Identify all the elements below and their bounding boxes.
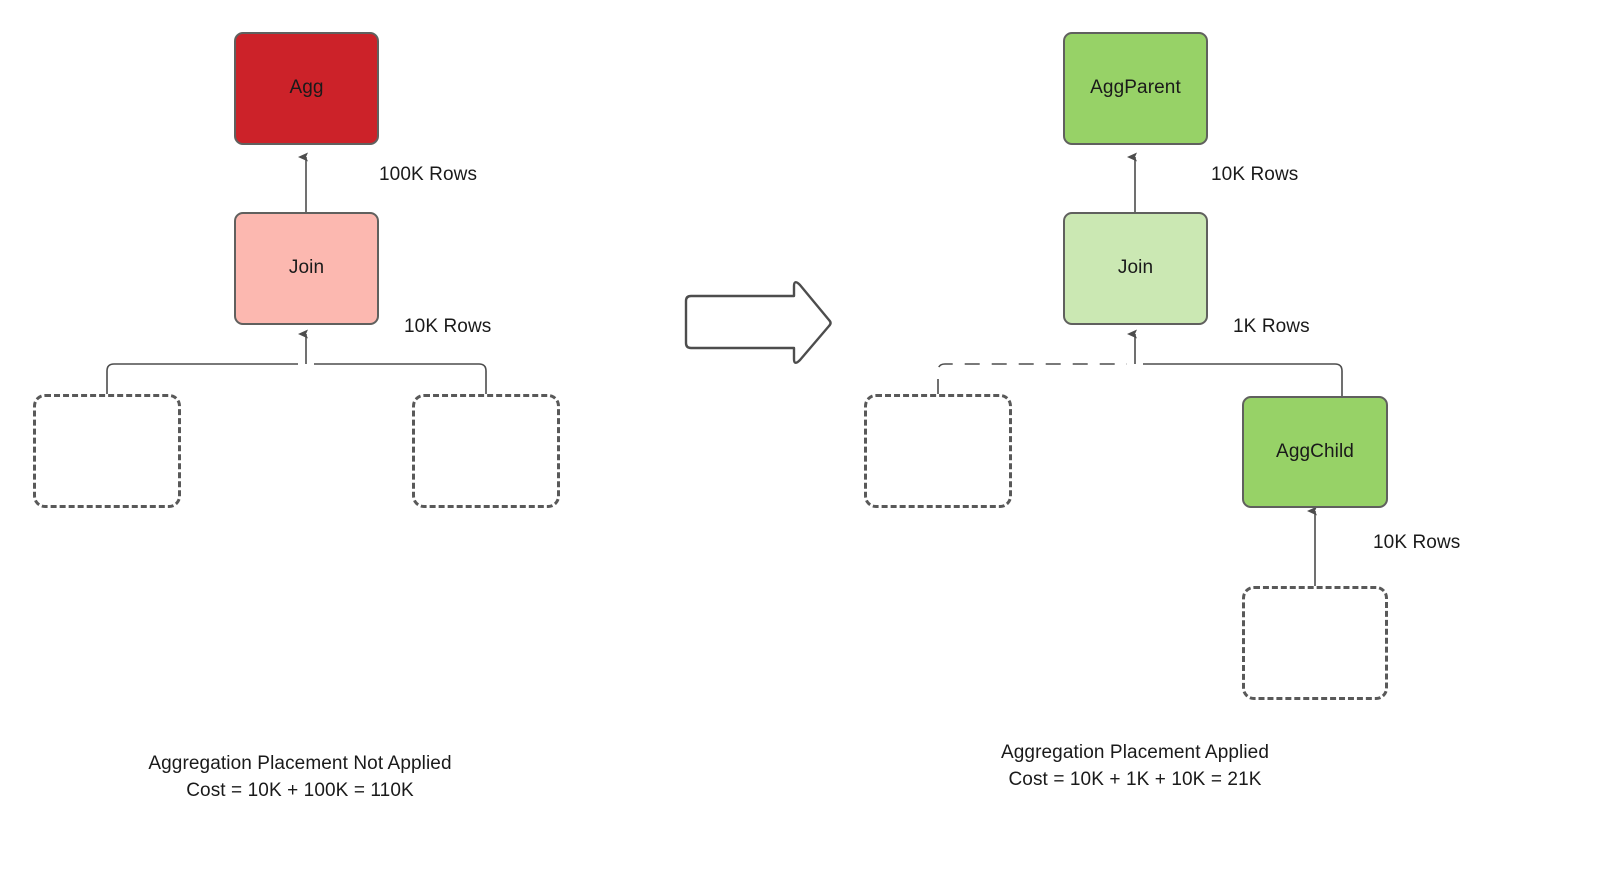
caption-right: Aggregation Placement Applied Cost = 10K… (835, 742, 1435, 791)
edge-label-left-100k: 100K Rows (379, 164, 478, 185)
node-agg[interactable]: Agg (234, 32, 379, 145)
node-agg-parent-label: AggParent (1090, 77, 1181, 99)
transform-arrow (684, 281, 832, 364)
edge-label-right-1k: 1K Rows (1233, 316, 1310, 337)
caption-left: Aggregation Placement Not Applied Cost =… (0, 753, 600, 802)
node-join-left[interactable]: Join (234, 212, 379, 325)
node-join-left-label: Join (288, 257, 325, 279)
caption-left-cost: Cost = 10K + 100K = 110K (186, 780, 414, 801)
node-agg-label: Agg (289, 77, 324, 99)
caption-left-title: Aggregation Placement Not Applied (148, 753, 452, 774)
node-join-right[interactable]: Join (1063, 212, 1208, 325)
node-leaf-left-2[interactable] (412, 394, 560, 508)
caption-right-title: Aggregation Placement Applied (1000, 742, 1270, 763)
edge-label-right-10k-top: 10K Rows (1211, 164, 1299, 185)
node-leaf-right-bottom[interactable] (1242, 586, 1388, 700)
edge-leaf-to-join-right-dashed (937, 363, 1127, 394)
node-leaf-right-1[interactable] (864, 394, 1012, 508)
edge-leaves-to-join-left (106, 329, 487, 394)
node-agg-child-label: AggChild (1276, 440, 1354, 462)
edge-label-right-10k-bottom: 10K Rows (1373, 532, 1461, 553)
node-agg-child[interactable]: AggChild (1242, 396, 1388, 508)
edge-label-left-10k: 10K Rows (404, 316, 492, 337)
node-agg-parent[interactable]: AggParent (1063, 32, 1208, 145)
node-leaf-left-1[interactable] (33, 394, 181, 508)
edge-aggchild-to-join (1127, 329, 1343, 396)
node-join-right-label: Join (1117, 257, 1154, 279)
caption-right-cost: Cost = 10K + 1K + 10K = 21K (1008, 769, 1262, 790)
